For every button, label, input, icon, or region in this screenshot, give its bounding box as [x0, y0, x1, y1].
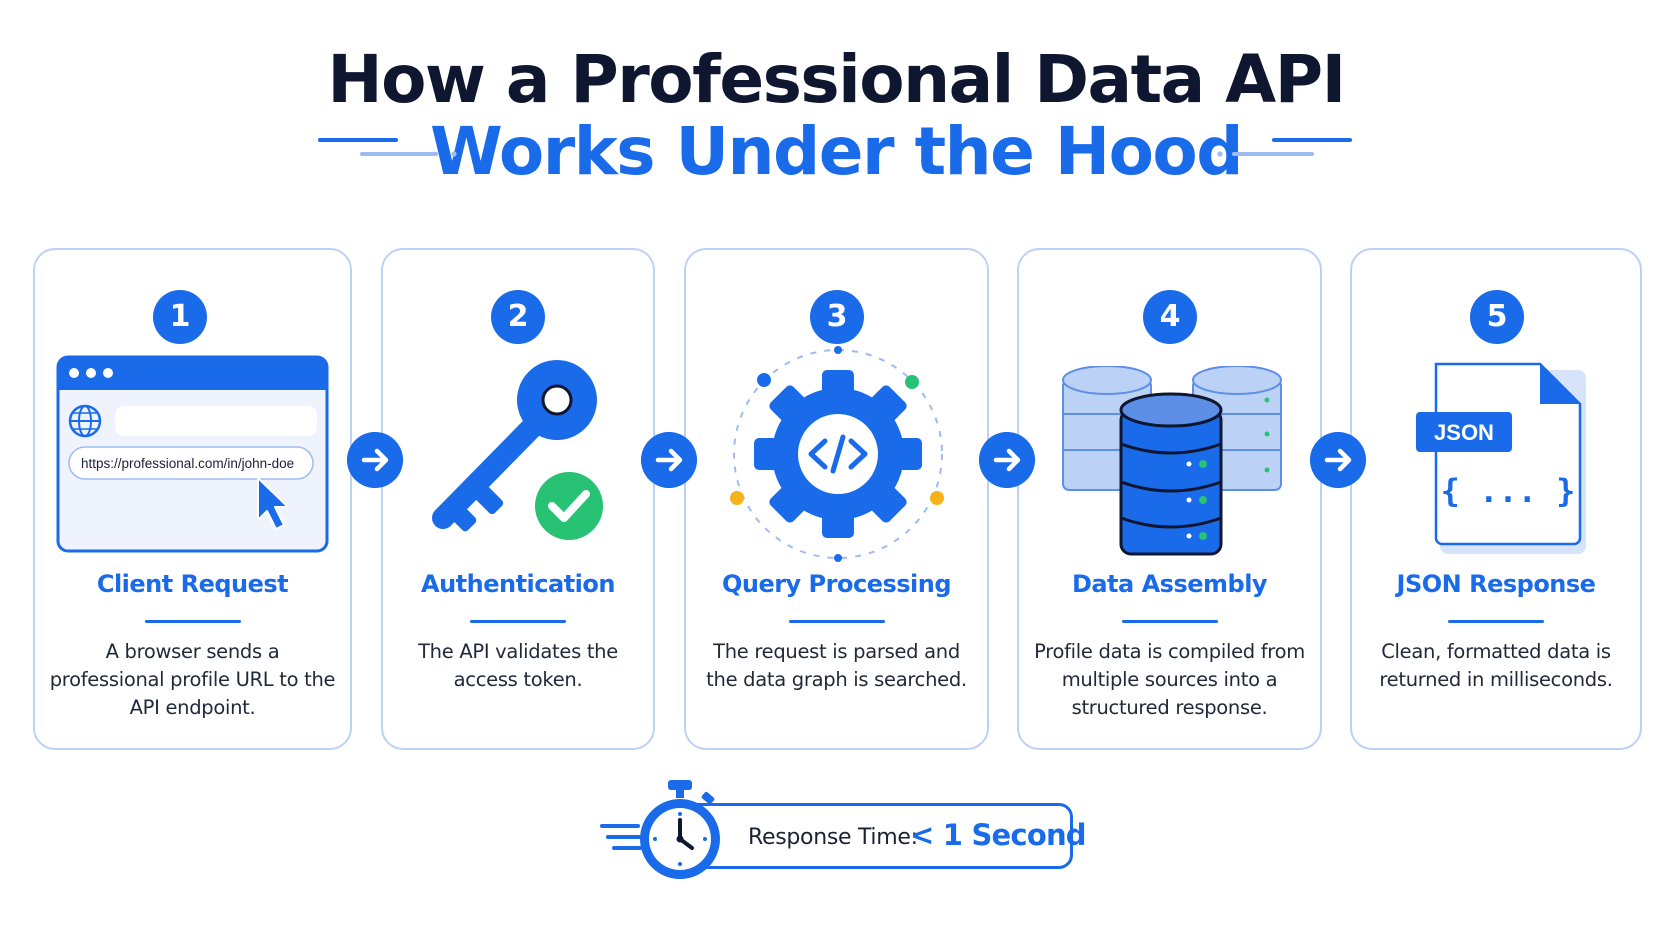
title-underline	[1121, 620, 1218, 623]
code-gear-icon	[730, 346, 944, 562]
step-number: 3	[810, 290, 864, 344]
step-card-data-assembly: 4 Data Assembly	[1017, 248, 1322, 750]
step-title: Query Processing	[721, 570, 952, 598]
step-description: The API validates the access token.	[418, 640, 618, 691]
response-time-value: < 1 Second	[910, 818, 1087, 852]
title-underline	[470, 620, 566, 623]
step-description: Clean, formatted data is returned in mil…	[1379, 640, 1613, 691]
arrow-right-icon	[347, 432, 403, 488]
step-title: Authentication	[421, 570, 615, 598]
page-title-line1: How a Professional Data API	[327, 41, 1346, 118]
step-card-query-processing: 3 Query Processing The request is parsed…	[684, 248, 989, 750]
title-underline	[788, 620, 885, 623]
arrow-right-icon	[641, 432, 697, 488]
step-title: Data Assembly	[1071, 570, 1268, 598]
step-number: 5	[1470, 290, 1524, 344]
step-number: 2	[491, 290, 545, 344]
step-card-authentication: 2 Authentication The API validates the a…	[381, 248, 655, 750]
step-description: A browser sends a professional profile U…	[49, 640, 336, 719]
key-check-icon	[432, 360, 603, 540]
url-text: https://professional.com/in/john-doe	[81, 456, 294, 471]
title-decoration-left	[318, 138, 457, 157]
browser-window-icon: https://professional.com/in/john-doe	[56, 355, 329, 553]
step-description: The request is parsed and the data graph…	[706, 640, 967, 691]
title-underline	[1448, 620, 1544, 623]
json-badge-text: JSON	[1434, 420, 1494, 445]
arrow-right-icon	[979, 432, 1035, 488]
page-title-line2: Works Under the Hood	[429, 113, 1244, 190]
step-title: Client Request	[96, 570, 289, 598]
step-card-json-response: 5 JSON { ... } JSON Response Clean, form…	[1350, 248, 1642, 750]
title-underline	[144, 620, 241, 623]
step-number: 1	[153, 290, 207, 344]
arrow-right-icon	[1310, 432, 1366, 488]
title-decoration-right	[1217, 138, 1352, 157]
step-number: 4	[1143, 290, 1197, 344]
database-icon	[1062, 366, 1282, 556]
json-file-icon: JSON { ... }	[1416, 362, 1586, 554]
step-title: JSON Response	[1396, 570, 1596, 598]
json-braces-text: { ... }	[1441, 472, 1576, 510]
response-time-label: Response Time:	[748, 825, 918, 850]
stopwatch-icon	[600, 780, 720, 879]
step-card-client-request: 1 https://professional.com/in/john-doe C…	[33, 248, 352, 750]
step-description: Profile data is compiled from multiple s…	[1034, 640, 1305, 719]
